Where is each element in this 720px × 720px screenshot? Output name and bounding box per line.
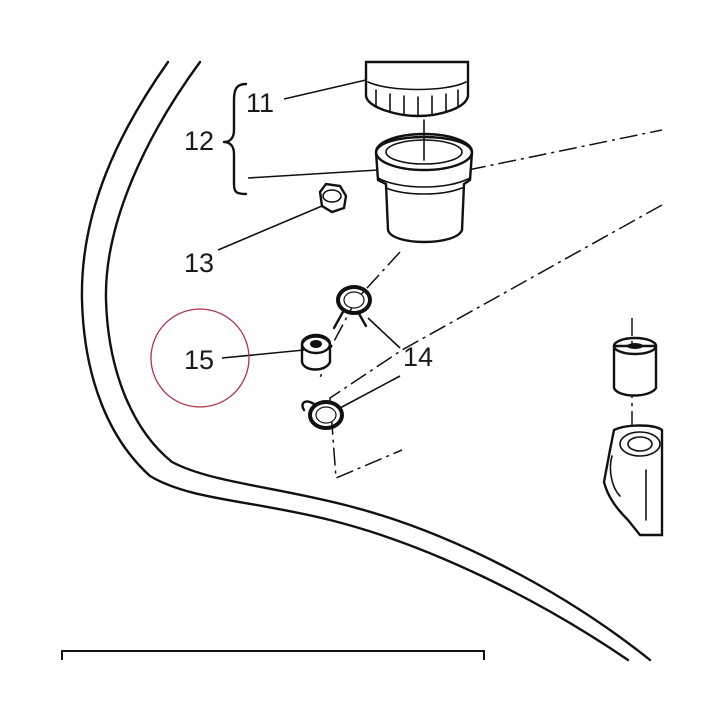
reservoir-body-part <box>374 119 474 244</box>
callout-12-bracket <box>222 82 248 196</box>
callout-leaders <box>217 79 401 409</box>
short-hose-part <box>300 333 332 371</box>
panel-outline <box>80 60 652 662</box>
hose-clamp-lower <box>301 400 344 430</box>
callout-15: 15 <box>184 345 214 375</box>
callout-12: 12 <box>184 126 214 156</box>
callout-11: 11 <box>246 88 274 118</box>
highlight-circle <box>150 308 250 408</box>
pump-assembly <box>602 336 664 537</box>
callout-13: 13 <box>184 248 214 278</box>
bottom-rule <box>61 650 485 660</box>
callout-14: 14 <box>403 342 433 372</box>
plug-nut-part <box>318 182 348 214</box>
reservoir-cap-part <box>364 60 470 118</box>
hose-clamp-upper <box>332 285 372 330</box>
